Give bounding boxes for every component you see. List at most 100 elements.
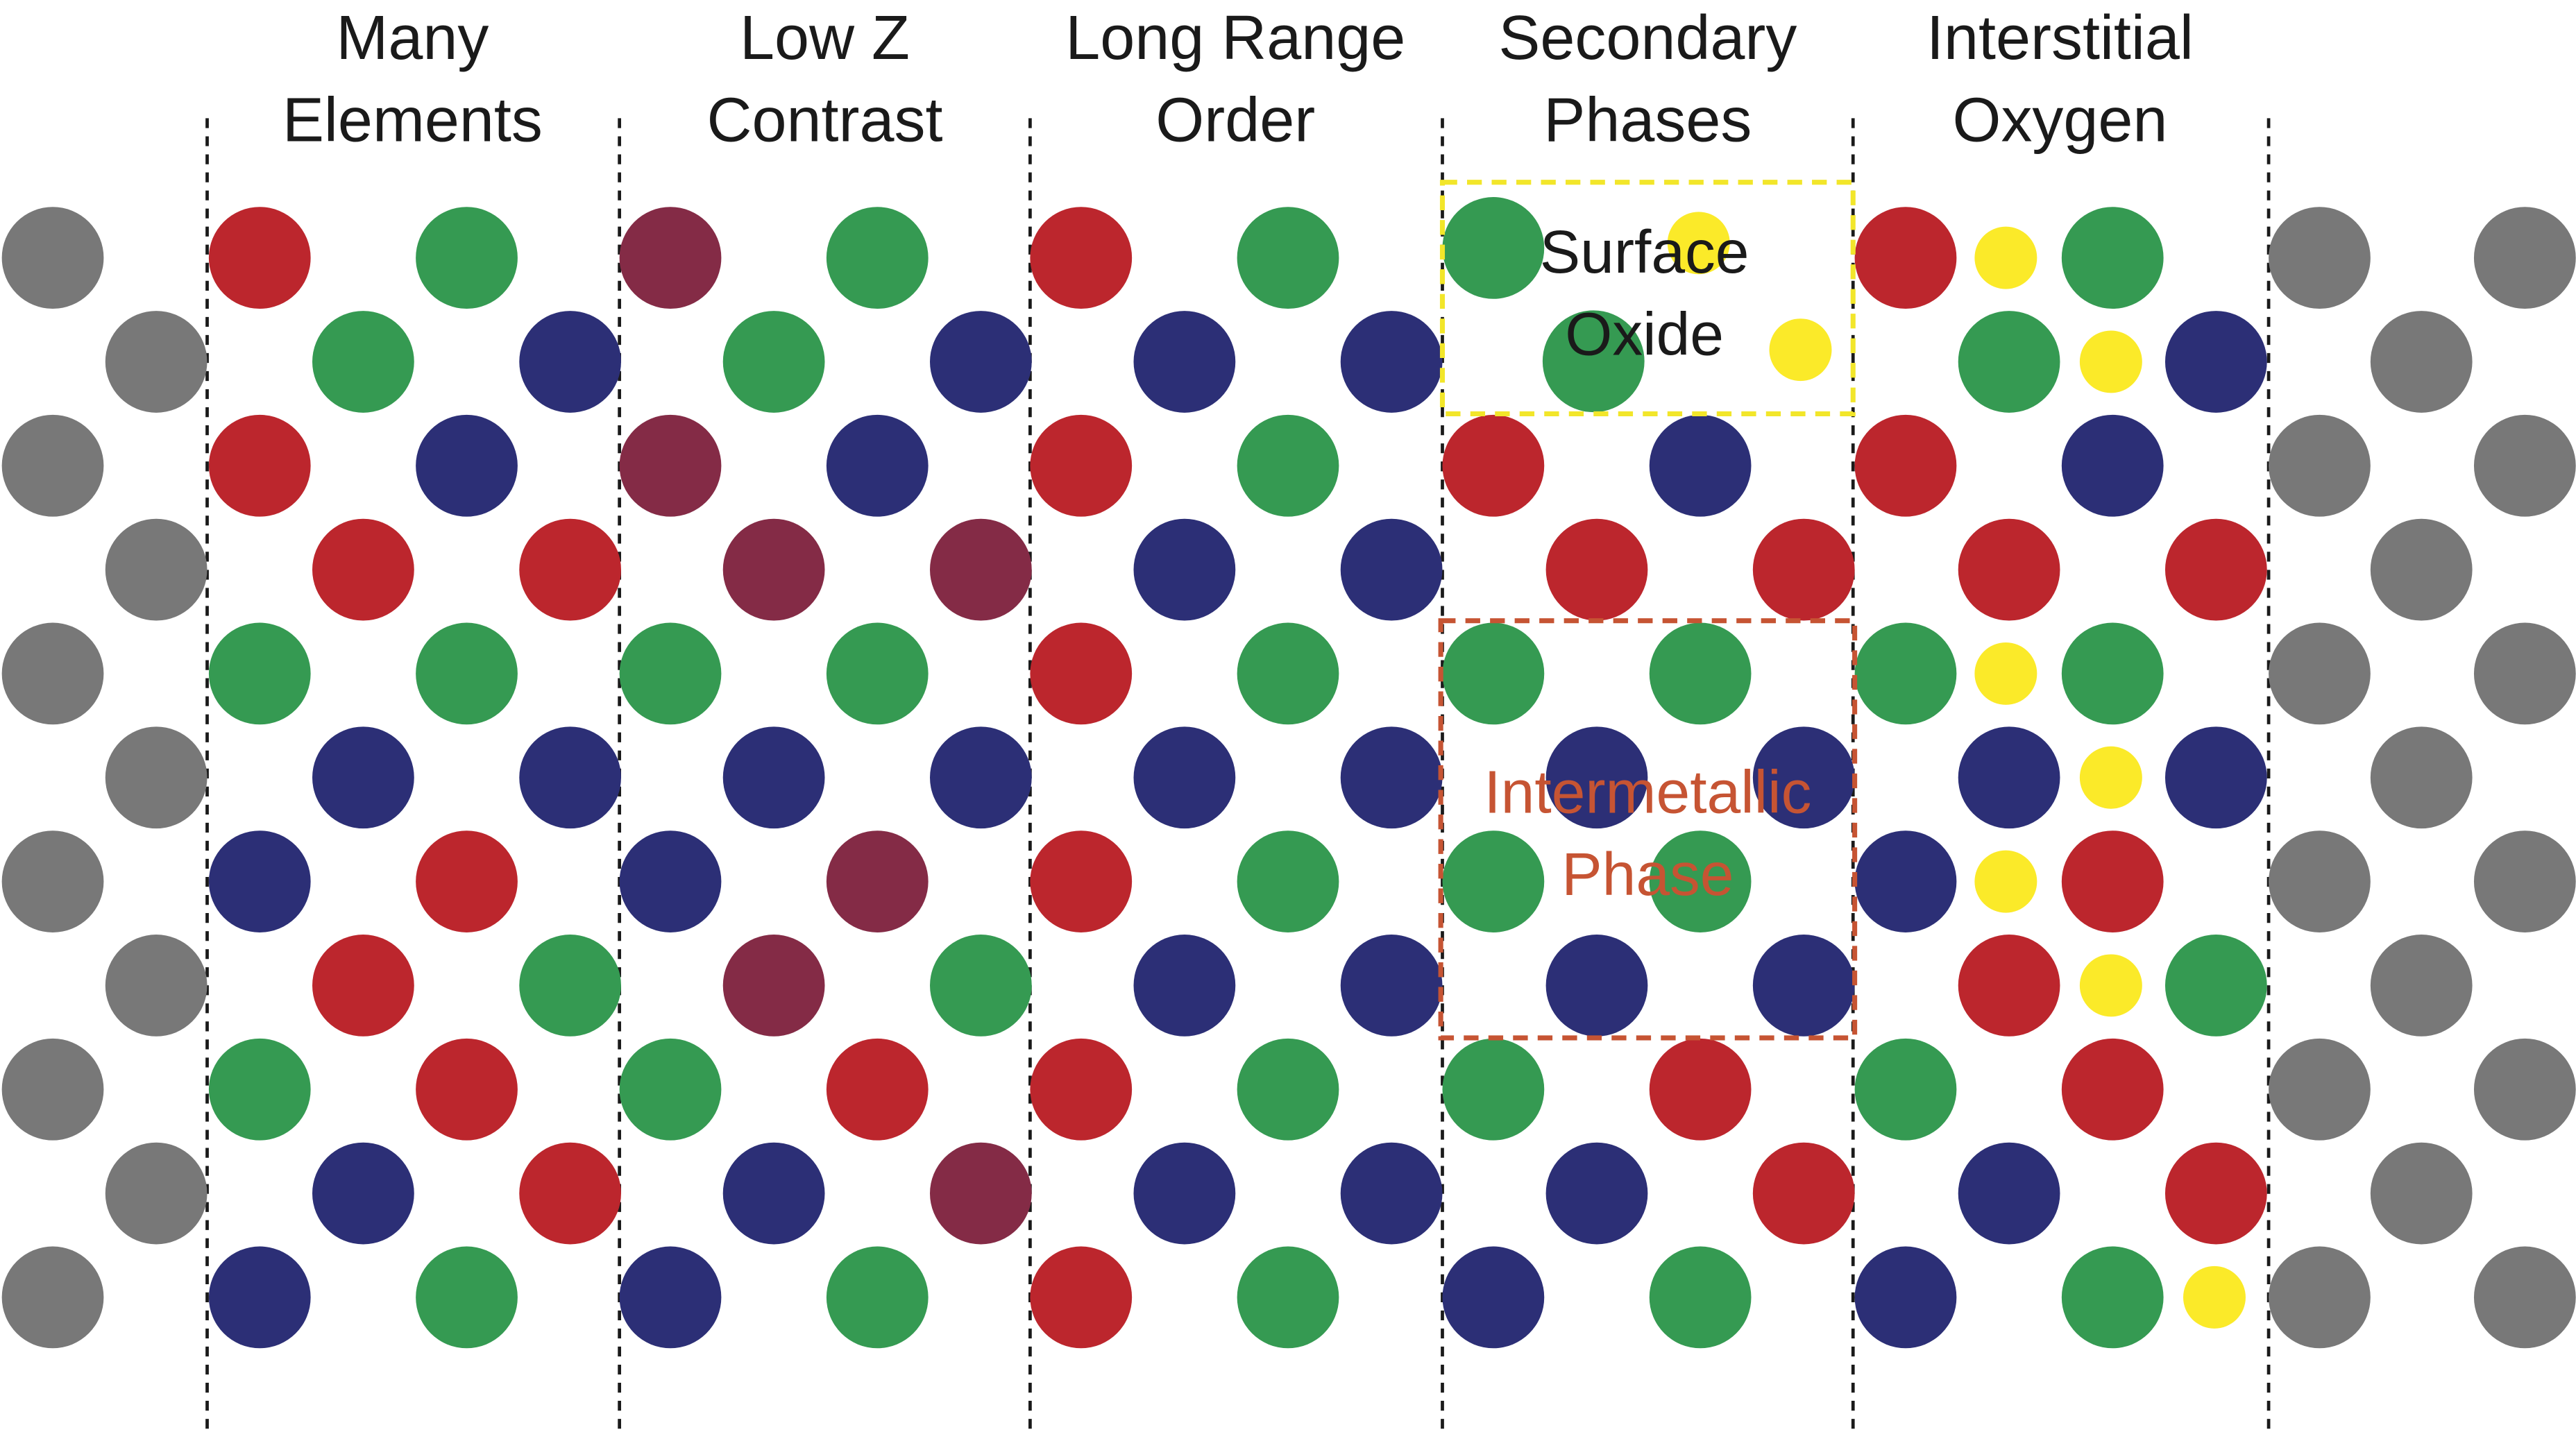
atom-gray [2473, 830, 2576, 932]
atom-gray [2269, 1246, 2371, 1349]
atom-green [416, 622, 518, 725]
atom-green [1442, 197, 1545, 299]
atom-green [416, 207, 518, 309]
atom-green [312, 311, 414, 413]
atom-green [1854, 622, 1957, 725]
atom-gray [2370, 726, 2473, 829]
atom-gray [2269, 1038, 2371, 1141]
atom-maroon [930, 518, 1032, 621]
atom-maroon [722, 935, 825, 1037]
atom-blue [1545, 726, 1648, 829]
atom-blue [1854, 1246, 1957, 1349]
atom-gray [1, 1246, 104, 1349]
atom-blue [1340, 726, 1443, 829]
column-headers: Many Elements Low Z Contrast Long Range … [282, 3, 2194, 155]
oxygen-atom [1769, 318, 1832, 382]
atom-gray [105, 935, 207, 1037]
atom-green [1237, 830, 1339, 932]
oxygen-atom [1974, 642, 2037, 705]
atom-green [1649, 830, 1752, 932]
atom-red [1030, 207, 1133, 309]
atom-blue [312, 1142, 414, 1245]
atom-green [1237, 207, 1339, 309]
atom-gray [2473, 207, 2576, 309]
atom-green [2061, 207, 2164, 309]
atom-red [519, 1142, 622, 1245]
atom-green [208, 1038, 311, 1141]
atom-blue [930, 726, 1032, 829]
atom-blue [1133, 726, 1236, 829]
header-interstitial-line2: Oxygen [1953, 86, 2168, 155]
atom-blue [1340, 311, 1443, 413]
atom-green [1442, 1038, 1545, 1141]
atom-green [826, 622, 929, 725]
atom-gray [105, 311, 207, 413]
atom-gray [2269, 207, 2371, 309]
atom-red [2164, 518, 2267, 621]
atom-blue [416, 414, 518, 517]
atom-red [312, 518, 414, 621]
header-many-elements-line1: Many [336, 3, 489, 73]
atom-green [619, 622, 722, 725]
intermetallic-label-line2: Phase [1561, 840, 1734, 908]
header-many-elements-line2: Elements [282, 86, 543, 155]
atom-blue [1442, 1246, 1545, 1349]
atom-green [1958, 311, 2060, 413]
atom-blue [826, 414, 929, 517]
atom-green [1237, 1038, 1339, 1141]
atom-blue [1545, 1142, 1648, 1245]
atom-green [1237, 622, 1339, 725]
atom-green [1854, 1038, 1957, 1141]
atom-green [826, 1246, 929, 1349]
header-long-range-line2: Order [1155, 86, 1315, 155]
atom-blue [619, 830, 722, 932]
atom-green [1649, 1246, 1752, 1349]
atom-blue [1649, 414, 1752, 517]
atom-red [416, 830, 518, 932]
header-long-range-line1: Long Range [1065, 3, 1405, 73]
atom-red [1030, 830, 1133, 932]
intermetallic-label-line1: Intermetallic [1484, 758, 1811, 826]
atom-red [1854, 207, 1957, 309]
atom-red [1752, 518, 1855, 621]
atom-green [1542, 310, 1645, 413]
atom-blue [1752, 935, 1855, 1037]
atom-gray [2370, 518, 2473, 621]
atom-green [826, 207, 929, 309]
oxygen-atom [2079, 746, 2142, 809]
atom-red [1442, 414, 1545, 517]
atom-green [416, 1246, 518, 1349]
surface-oxide-label-line1: Surface [1540, 218, 1749, 286]
oxygen-atom [1974, 850, 2037, 913]
atom-gray [2370, 311, 2473, 413]
atom-green [1237, 1246, 1339, 1349]
oxygen-atom [1667, 212, 1730, 275]
oxygen-atom [2079, 954, 2142, 1017]
atom-red [2061, 1038, 2164, 1141]
atom-gray [105, 518, 207, 621]
atom-lattice [1, 197, 2576, 1349]
atom-green [208, 622, 311, 725]
atom-gray [1, 1038, 104, 1141]
atom-maroon [619, 414, 722, 517]
atom-green [1442, 622, 1545, 725]
atom-blue [1752, 726, 1855, 829]
atom-maroon [930, 1142, 1032, 1245]
atom-gray [1, 414, 104, 517]
atom-gray [2370, 1142, 2473, 1245]
atom-gray [2473, 622, 2576, 725]
atom-gray [105, 1142, 207, 1245]
atom-red [826, 1038, 929, 1141]
intermetallic-annotation: Intermetallic Phase [1438, 618, 1858, 1041]
atom-red [312, 935, 414, 1037]
atom-green [519, 935, 622, 1037]
atom-green [722, 311, 825, 413]
atom-red [1545, 518, 1648, 621]
atom-blue [1340, 518, 1443, 621]
atom-gray [1, 622, 104, 725]
atom-gray [2473, 1038, 2576, 1141]
atom-gray [2269, 414, 2371, 517]
atom-green [2164, 935, 2267, 1037]
atom-blue [1133, 518, 1236, 621]
